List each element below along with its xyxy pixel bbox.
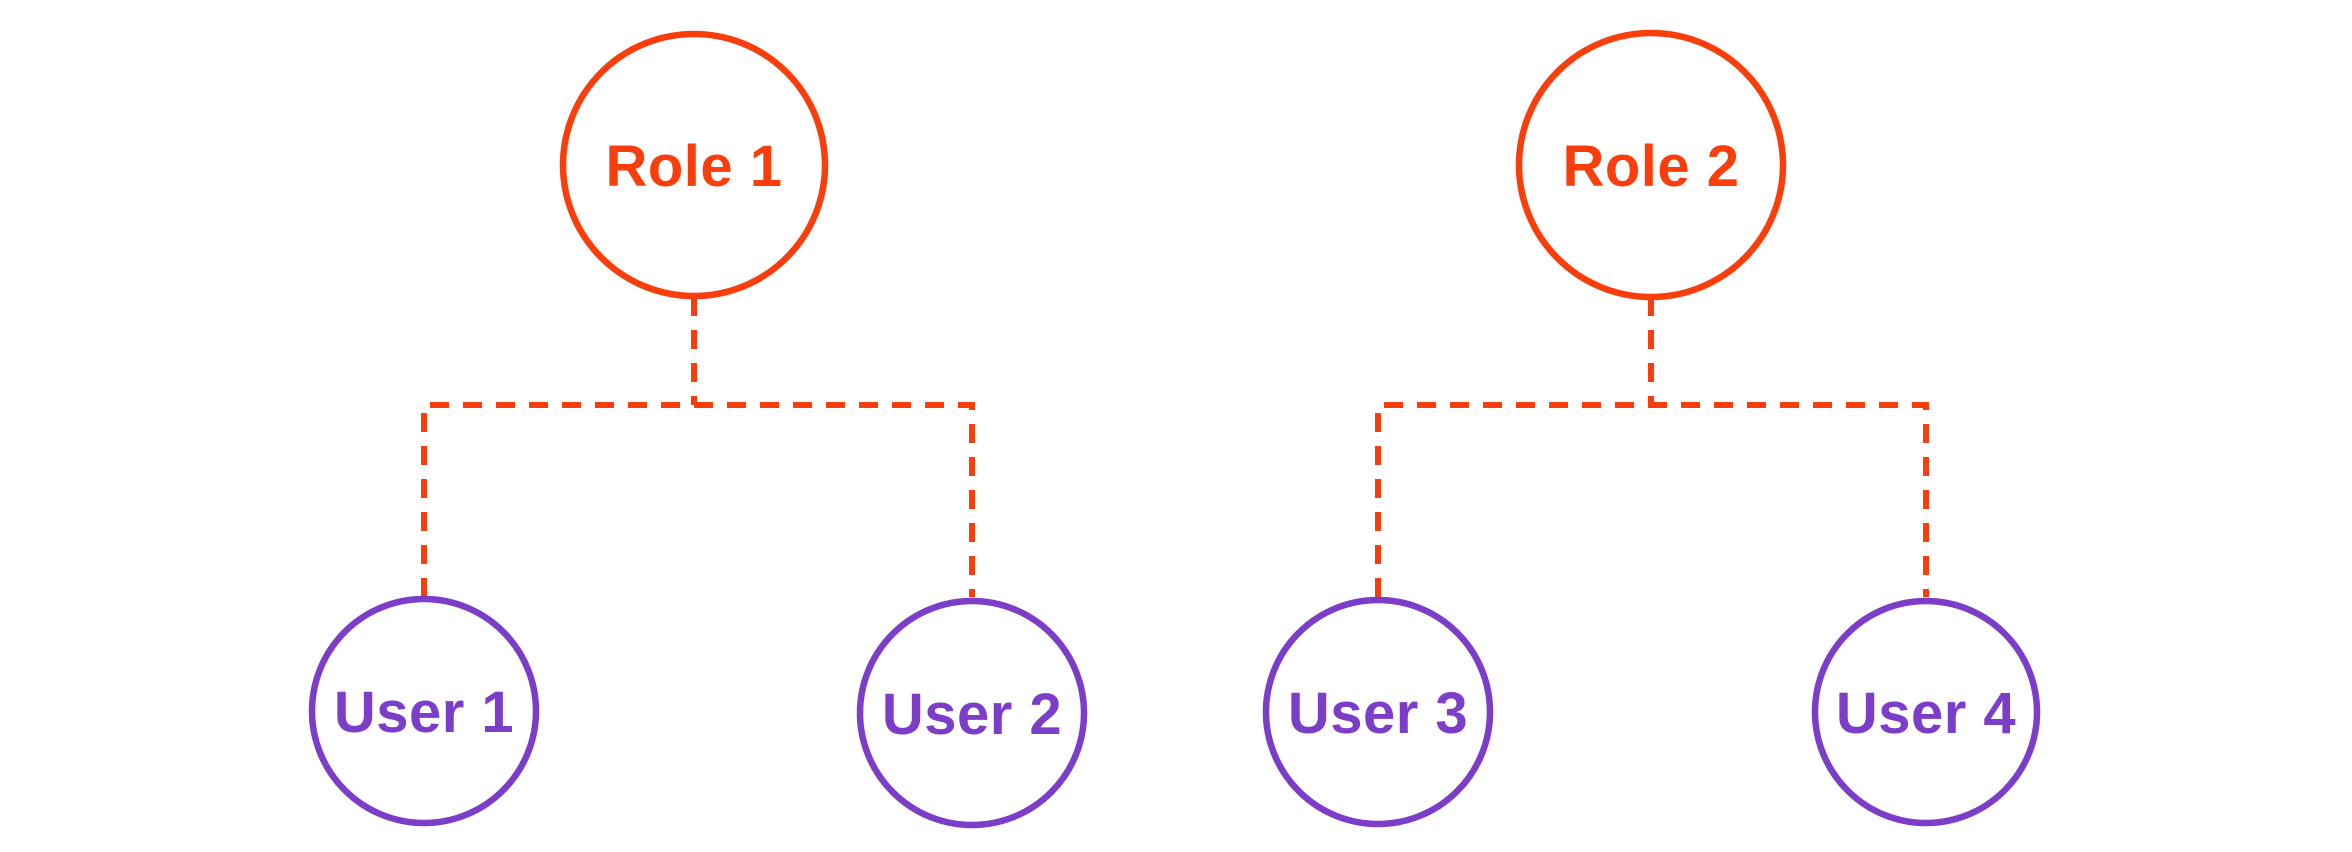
connector-role2-branches xyxy=(1375,402,1929,597)
user-3-circle xyxy=(1262,596,1494,828)
role-1-label: Role 1 xyxy=(605,134,782,199)
user-2-label: User 2 xyxy=(882,682,1062,747)
tree-role-1: Role 1 User 1 User 2 xyxy=(308,30,1088,829)
user-2-circle xyxy=(856,597,1088,829)
user-4-label: User 4 xyxy=(1836,681,2016,746)
tree-role-2: Role 2 User 3 User 4 xyxy=(1262,29,2041,828)
role-2-circle xyxy=(1515,29,1787,301)
user-1-label: User 1 xyxy=(334,680,514,745)
role-1-circle xyxy=(559,30,829,300)
role-2-label: Role 2 xyxy=(1562,134,1739,199)
user-4-circle xyxy=(1811,597,2041,827)
user-3-label: User 3 xyxy=(1288,681,1468,746)
connector-role1-branches xyxy=(421,402,975,597)
user-1-circle xyxy=(308,595,540,827)
